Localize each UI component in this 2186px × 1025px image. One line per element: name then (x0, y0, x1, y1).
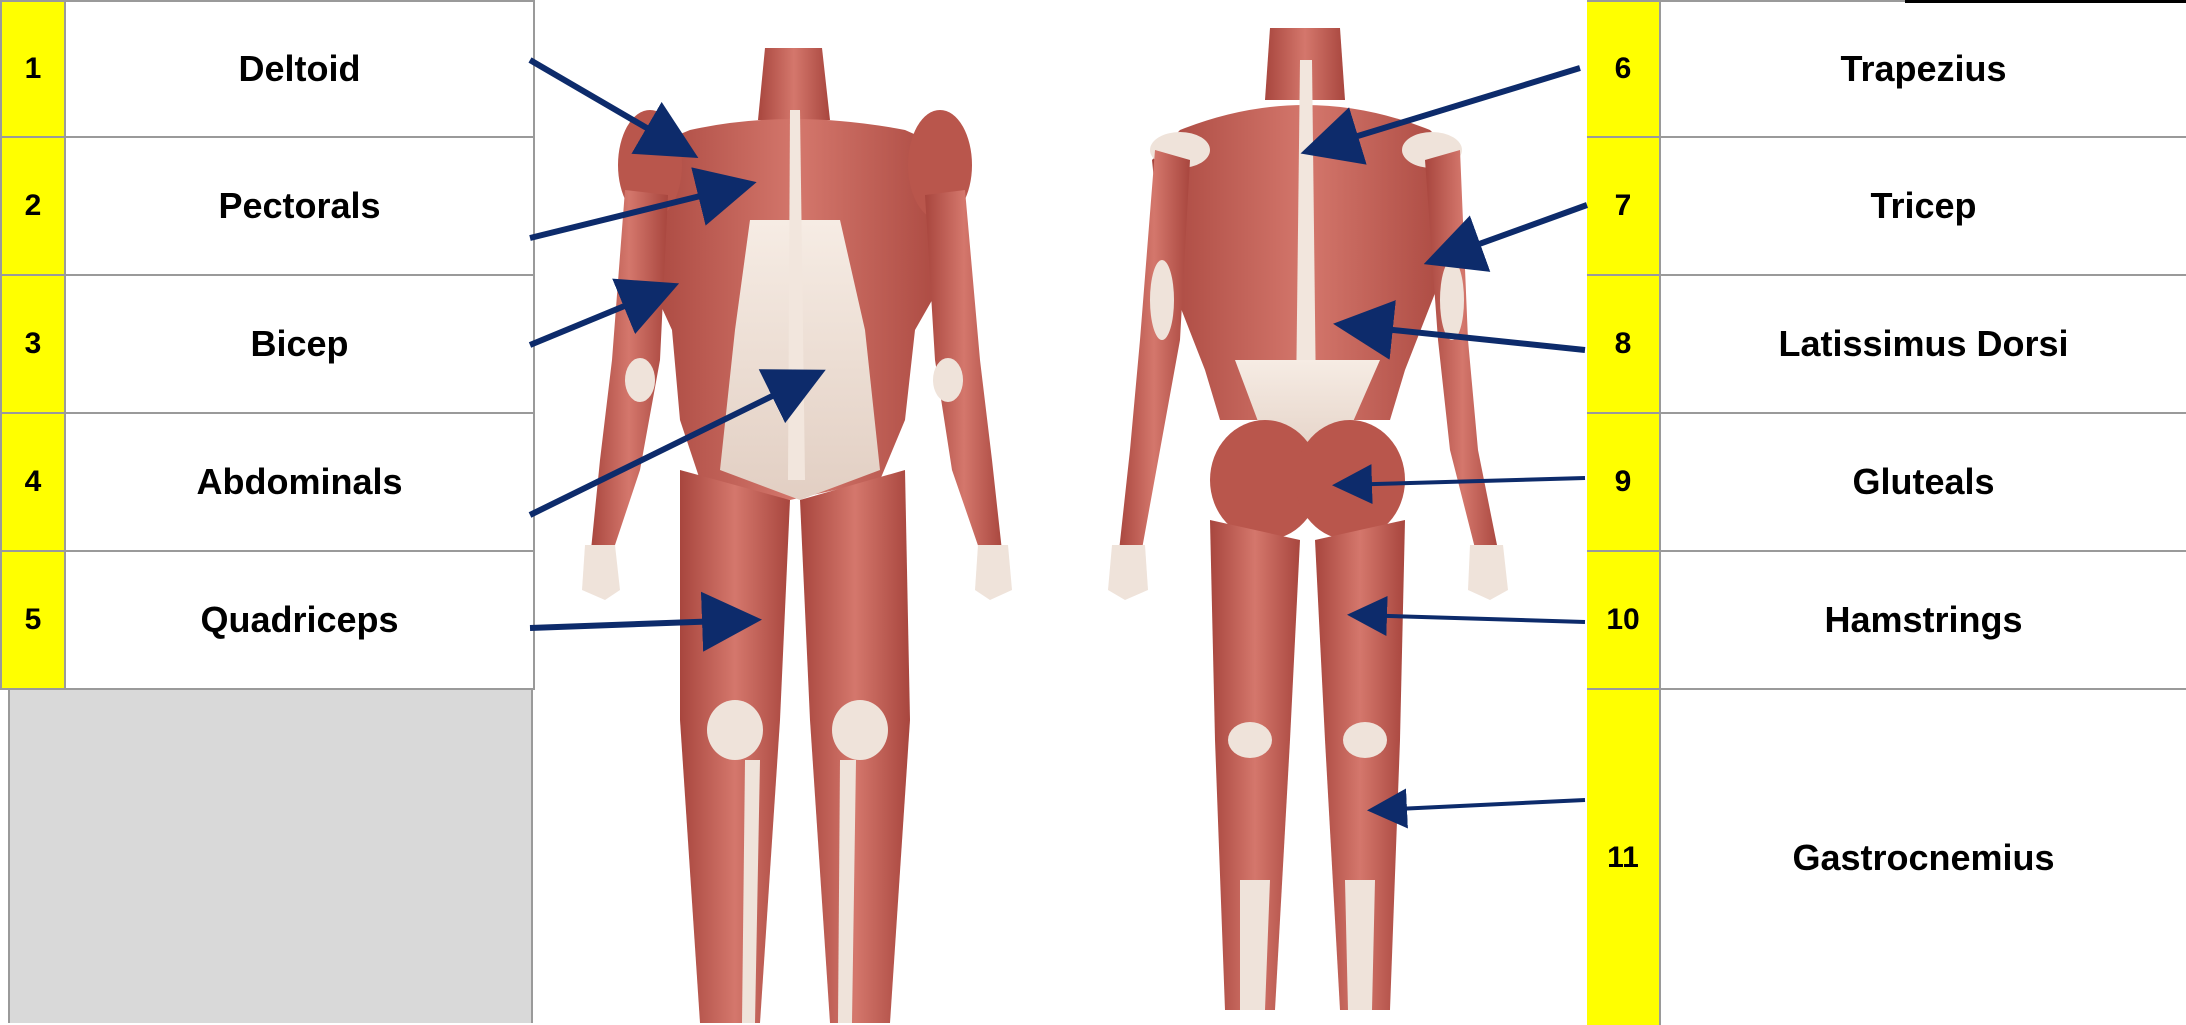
label-name: Gastrocnemius (1661, 690, 2186, 1025)
label-number: 5 (2, 552, 66, 688)
anatomy-figures (535, 0, 1587, 1023)
label-number: 3 (2, 276, 66, 412)
label-name: Tricep (1661, 138, 2186, 274)
label-row-latissimus-dorsi: 8 Latissimus Dorsi (1587, 274, 2186, 414)
label-number: 7 (1587, 138, 1661, 274)
label-number: 6 (1587, 2, 1661, 136)
label-name: Deltoid (66, 2, 535, 136)
label-row-gastrocnemius: 11 Gastrocnemius (1587, 688, 2186, 1025)
label-name: Pectorals (66, 138, 535, 274)
label-number: 11 (1587, 690, 1661, 1025)
label-name: Gluteals (1661, 414, 2186, 550)
label-number: 9 (1587, 414, 1661, 550)
back-figure (1108, 28, 1508, 1010)
label-row-bicep: 3 Bicep (0, 274, 535, 414)
label-row-deltoid: 1 Deltoid (0, 0, 535, 138)
front-neck (758, 48, 830, 120)
label-name: Quadriceps (66, 552, 535, 688)
label-number: 4 (2, 414, 66, 550)
front-figure (582, 48, 1012, 1023)
label-number: 2 (2, 138, 66, 274)
label-name: Trapezius (1661, 2, 2186, 136)
label-row-abdominals: 4 Abdominals (0, 412, 535, 552)
label-name: Abdominals (66, 414, 535, 550)
back-left-arm (1118, 150, 1190, 560)
label-row-hamstrings: 10 Hamstrings (1587, 550, 2186, 690)
label-number: 8 (1587, 276, 1661, 412)
label-name: Hamstrings (1661, 552, 2186, 688)
label-row-trapezius: 6 Trapezius (1587, 0, 2186, 138)
label-name: Bicep (66, 276, 535, 412)
empty-grey-cell (8, 688, 533, 1023)
back-right-arm (1425, 150, 1500, 560)
label-row-quadriceps: 5 Quadriceps (0, 550, 535, 690)
label-number: 1 (2, 2, 66, 136)
label-row-pectorals: 2 Pectorals (0, 136, 535, 276)
label-name: Latissimus Dorsi (1661, 276, 2186, 412)
label-number: 10 (1587, 552, 1661, 688)
label-row-tricep: 7 Tricep (1587, 136, 2186, 276)
top-edge-bar (1905, 0, 2186, 3)
label-row-gluteals: 9 Gluteals (1587, 412, 2186, 552)
